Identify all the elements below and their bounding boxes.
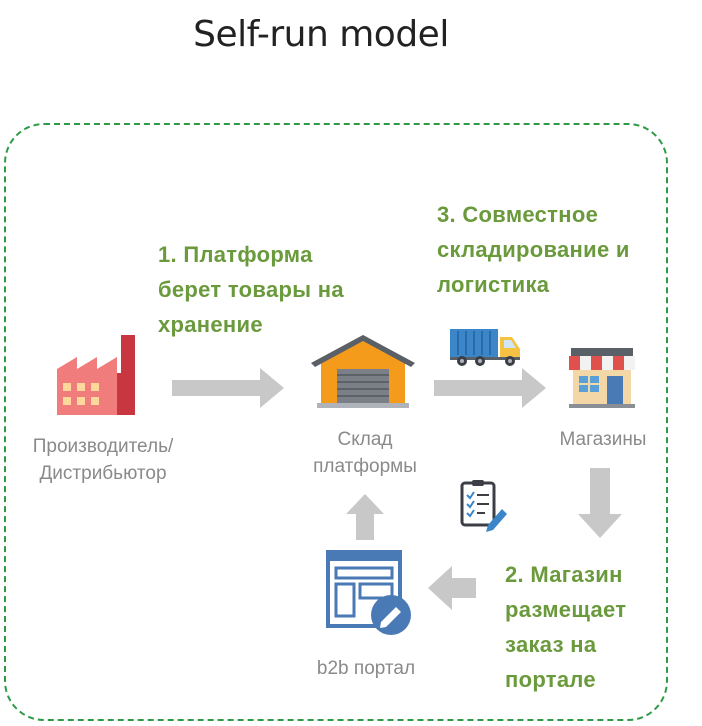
arrow-to-portal [428, 566, 476, 610]
portal-label: b2b портал [316, 658, 416, 679]
diagram-title: Self-run model [193, 14, 449, 55]
arrow-up-to-warehouse [346, 494, 384, 540]
step-2-label: 2. Магазин размещает заказ на портале [505, 562, 627, 692]
arrow-to-stores [434, 368, 548, 408]
factory-icon [55, 333, 141, 417]
step-1-label: 1. Платформа берет товары на хранение [158, 242, 344, 337]
warehouse-icon [311, 333, 415, 409]
manufacturer-label: Производитель/ Дистрибьютор [32, 436, 174, 484]
store-icon [567, 346, 637, 410]
stores-label: Магазины [559, 429, 647, 450]
step-3-label: 3. Совместное складирование и логистика [437, 202, 630, 297]
truck-icon [448, 327, 522, 367]
b2b-portal-icon [326, 550, 414, 636]
self-run-model-boundary [4, 123, 668, 721]
warehouse-label: Склад платформы [313, 429, 417, 477]
order-checklist-icon [458, 479, 508, 533]
arrow-down-from-stores [578, 468, 622, 540]
arrow-to-warehouse [172, 368, 286, 408]
